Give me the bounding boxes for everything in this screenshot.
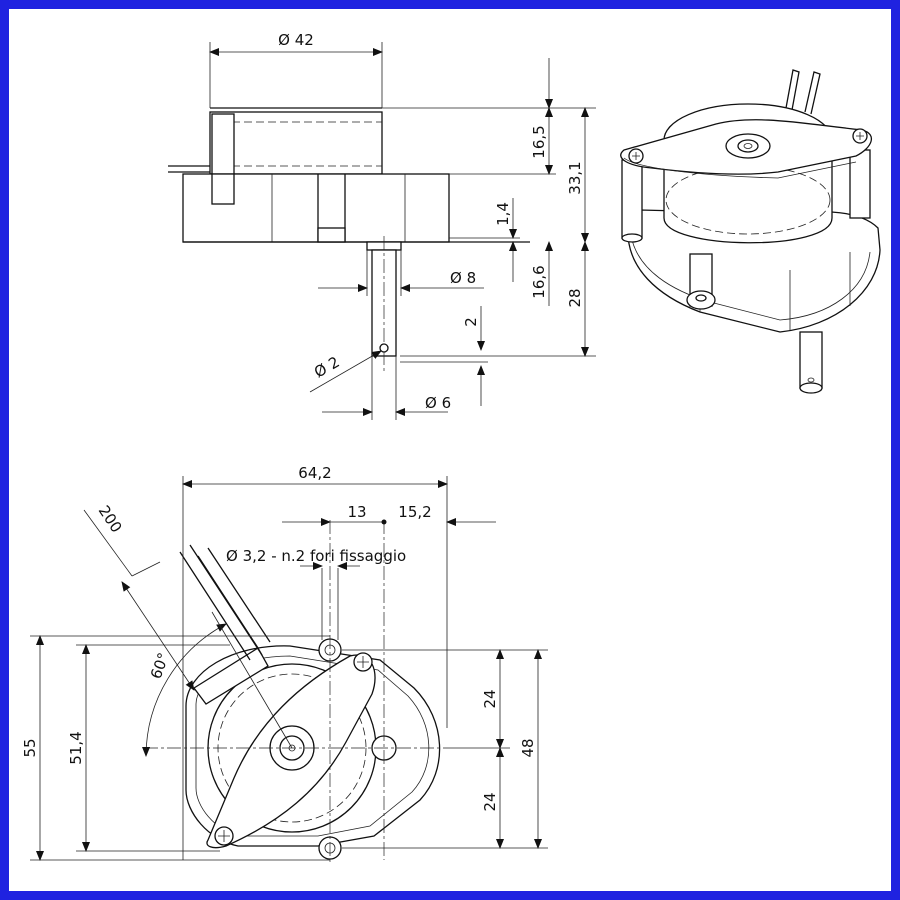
- dim-13: 13: [347, 503, 366, 521]
- dim-diameter-42: Ø 42: [278, 31, 314, 49]
- dim-1-4: 1,4: [494, 202, 512, 226]
- fixing-holes-note: Ø 3,2 - n.2 fori fissaggio: [226, 547, 406, 565]
- dim-2: 2: [462, 317, 480, 327]
- dim-16-6: 16,6: [530, 265, 548, 298]
- dim-55: 55: [21, 738, 39, 757]
- dim-16-5: 16,5: [530, 125, 548, 158]
- dim-diameter-2: Ø 2: [311, 353, 343, 382]
- plan-view: 64,2 13 15,2 Ø 3,2 - n.2 fori fissaggio …: [21, 464, 548, 864]
- isometric-view: [620, 69, 881, 394]
- dim-15-2: 15,2: [398, 503, 431, 521]
- dim-28: 28: [566, 288, 584, 307]
- dim-24-top: 24: [481, 689, 499, 708]
- dim-diameter-8: Ø 8: [450, 269, 476, 287]
- dim-24-bottom: 24: [481, 792, 499, 811]
- side-view: Ø 42 16,5 33,1 1,4 16,6 28 Ø 8 2: [168, 31, 596, 420]
- dim-64-2: 64,2: [298, 464, 331, 482]
- dim-33-1: 33,1: [566, 161, 584, 194]
- dim-diameter-6: Ø 6: [425, 394, 451, 412]
- dim-48: 48: [519, 738, 537, 757]
- dim-51-4: 51,4: [67, 731, 85, 764]
